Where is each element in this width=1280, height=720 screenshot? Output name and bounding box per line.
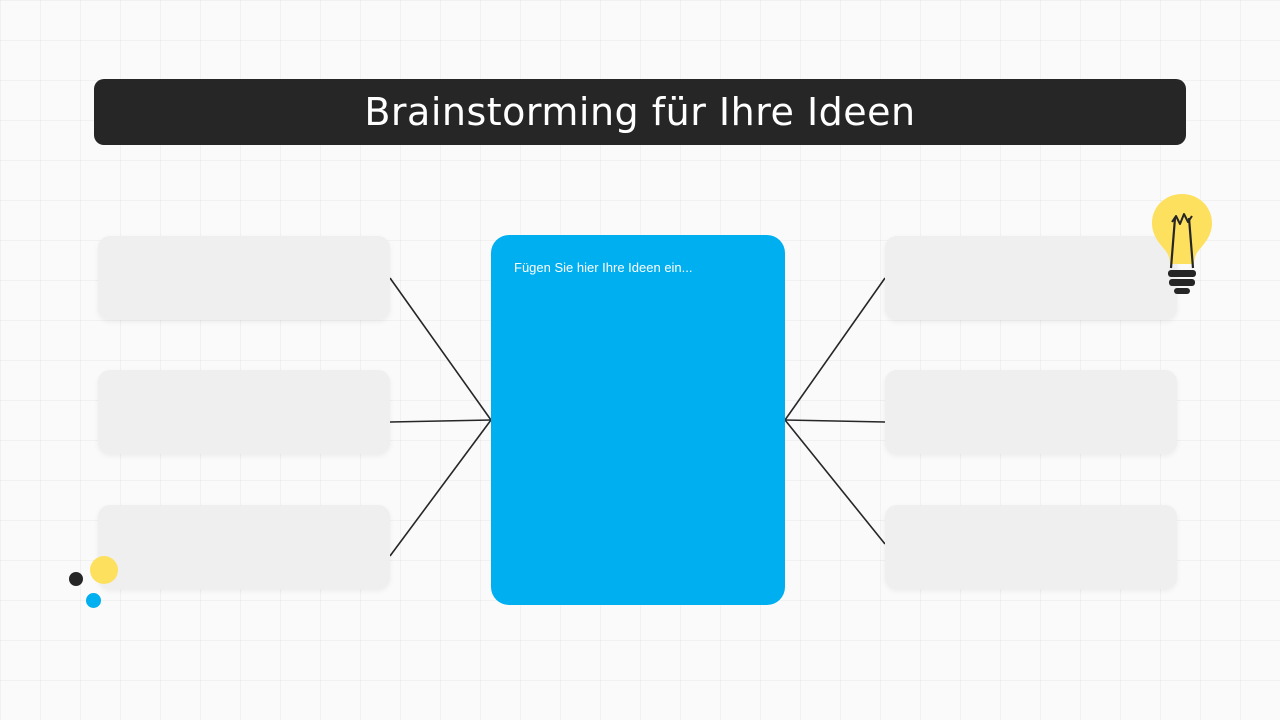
connector-right-middle (784, 419, 886, 423)
page-title: Brainstorming für Ihre Ideen (364, 90, 916, 134)
connector-left-top (389, 277, 492, 421)
idea-box-left-1[interactable] (98, 236, 390, 320)
connector-left-middle (389, 419, 492, 423)
connector-left-bottom (389, 419, 492, 557)
idea-box-right-3[interactable] (885, 505, 1177, 589)
dot-dark (69, 572, 83, 586)
idea-box-left-2[interactable] (98, 370, 390, 454)
idea-box-left-3[interactable] (98, 505, 390, 589)
connector-right-bottom (784, 419, 886, 545)
center-placeholder-text: Fügen Sie hier Ihre Ideen ein... (514, 260, 693, 275)
connector-right-top (784, 277, 886, 421)
idea-box-right-2[interactable] (885, 370, 1177, 454)
dot-yellow (90, 556, 118, 584)
center-idea-card[interactable]: Fügen Sie hier Ihre Ideen ein... (491, 235, 785, 605)
lightbulb-icon (1152, 194, 1212, 294)
idea-box-right-1[interactable] (885, 236, 1177, 320)
title-bar: Brainstorming für Ihre Ideen (94, 79, 1186, 145)
dot-blue (86, 593, 101, 608)
